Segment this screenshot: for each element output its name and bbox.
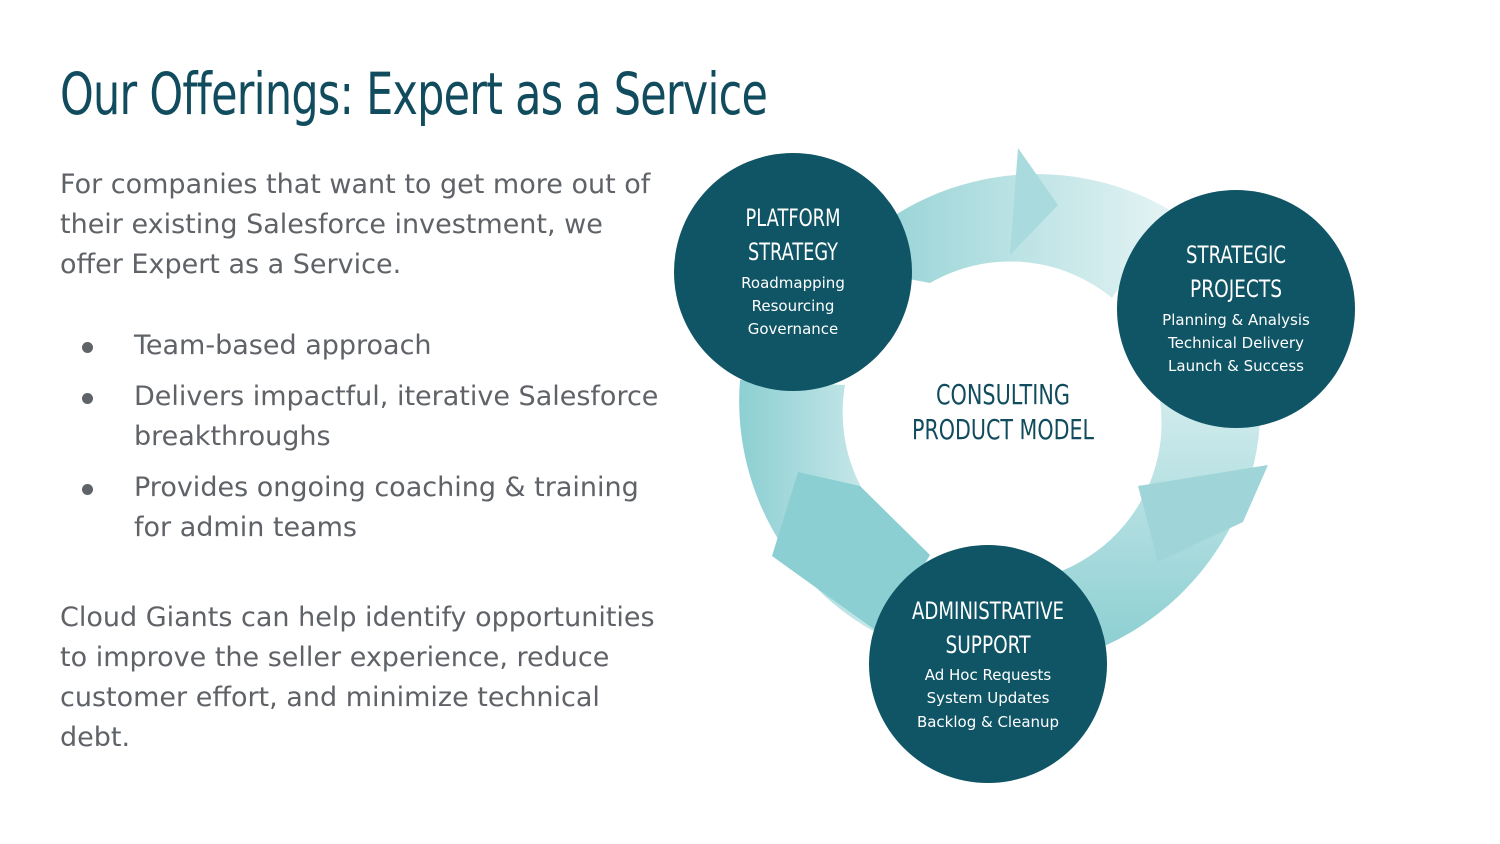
bullet-item: Delivers impactful, iterative Salesforce…: [60, 377, 680, 457]
node-item: Technical Delivery: [1167, 334, 1304, 352]
closing-paragraph: Cloud Giants can help identify opportuni…: [60, 602, 655, 753]
node-strategic-projects: STRATEGIC PROJECTS Planning & Analysis T…: [1117, 190, 1355, 428]
node-title-line2: SUPPORT: [946, 631, 1031, 659]
cycle-arrow-head-right: [1138, 465, 1268, 562]
bullet-item: Provides ongoing coaching & training for…: [60, 468, 680, 548]
node-item: Backlog & Cleanup: [917, 713, 1059, 731]
node-item: Launch & Success: [1168, 357, 1304, 375]
center-label-line1: CONSULTING: [936, 378, 1070, 411]
node-item: Governance: [748, 320, 839, 338]
node-item: Ad Hoc Requests: [925, 666, 1052, 684]
bullet-icon: [82, 484, 93, 495]
node-title-line2: STRATEGY: [748, 238, 838, 266]
node-item: Roadmapping: [741, 274, 845, 292]
node-title-line1: PLATFORM: [746, 204, 841, 232]
slide-title: Our Offerings: Expert as a Service: [60, 60, 768, 128]
cycle-arrow-head-top: [1010, 148, 1058, 255]
bullet-text: Provides ongoing coaching & training for…: [134, 472, 639, 543]
cycle-arrow-head-left: [772, 472, 930, 635]
cycle-arrow-top: [837, 174, 1170, 298]
intro-paragraph: For companies that want to get more out …: [60, 169, 651, 280]
bullet-text: Delivers impactful, iterative Salesforce…: [134, 381, 659, 452]
node-item: Resourcing: [752, 297, 835, 315]
node-item: Planning & Analysis: [1162, 311, 1310, 329]
bullet-text: Team-based approach: [134, 330, 432, 361]
node-circle: [1117, 190, 1355, 428]
node-circle: [869, 545, 1107, 783]
node-title-line1: STRATEGIC: [1186, 241, 1286, 269]
bullet-icon: [82, 393, 93, 404]
node-title-line1: ADMINISTRATIVE: [912, 597, 1064, 625]
node-title-line2: PROJECTS: [1190, 275, 1282, 303]
node-administrative-support: ADMINISTRATIVE SUPPORT Ad Hoc Requests S…: [869, 545, 1107, 783]
node-platform-strategy: PLATFORM STRATEGY Roadmapping Resourcing…: [674, 153, 912, 391]
node-item: System Updates: [927, 689, 1050, 707]
bullet-icon: [82, 342, 93, 353]
center-label-line2: PRODUCT MODEL: [912, 413, 1094, 446]
offerings-bullet-list: Team-based approach Delivers impactful, …: [60, 326, 680, 559]
node-circle: [674, 153, 912, 391]
bullet-item: Team-based approach: [60, 326, 680, 366]
